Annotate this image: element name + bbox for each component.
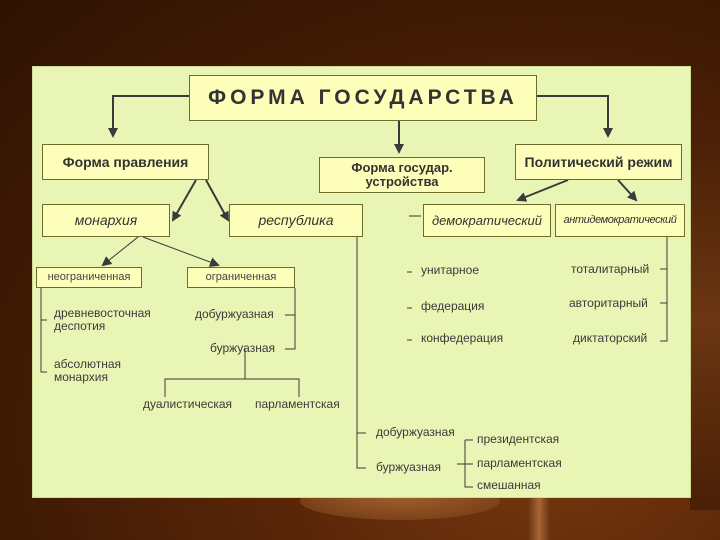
regime-box: Политический режим: [515, 144, 682, 180]
arrow-to-republic: [205, 179, 229, 222]
antidemocratic-label: антидемократический: [563, 213, 677, 226]
republic-bourgeois-label: буржуазная: [376, 460, 442, 474]
republic-parliamentary-label: парламентская: [477, 456, 562, 470]
arrow-to-regime: [537, 95, 613, 138]
governance-box: Форма правления: [42, 144, 209, 180]
unlimited-box: неограниченная: [36, 267, 142, 288]
limited-box: ограниченная: [187, 267, 295, 288]
page-title: ФОРМА ГОСУДАРСТВА: [208, 85, 518, 109]
dictatorial-label: диктаторский: [573, 331, 648, 345]
title-box: ФОРМА ГОСУДАРСТВА: [189, 75, 537, 121]
arrow-to-democratic: [516, 179, 569, 202]
confederation-label: конфедерация: [421, 331, 504, 345]
arrow-to-governance: [108, 95, 189, 138]
democratic-box: демократический: [423, 204, 551, 237]
republic-prebourgeois-label: добуржуазная: [376, 425, 455, 439]
limited-label: ограниченная: [205, 270, 277, 283]
governance-label: Форма правления: [62, 153, 189, 170]
presidential-label: президентская: [477, 432, 560, 446]
limited-prebourgeois-label: добуржуазная: [195, 307, 274, 321]
antidemocratic-box: антидемократический: [555, 204, 685, 237]
side-decoration: [690, 130, 720, 510]
oriental-despotism-label: древневосточная деспотия: [54, 306, 151, 334]
regime-label: Политический режим: [524, 153, 673, 170]
dualistic-label: дуалистическая: [143, 397, 233, 411]
parliamentary-label: парламентская: [255, 397, 340, 411]
unitary-label: унитарное: [421, 263, 480, 277]
structure-label: Форма государ. устройства: [351, 160, 453, 189]
democratic-label: демократический: [432, 212, 542, 228]
limited-bourgeois-label: буржуазная: [210, 341, 276, 355]
arrow-to-monarchy: [172, 179, 197, 222]
connector-lines: [40, 95, 668, 488]
arrow-to-antidemocratic: [617, 179, 638, 202]
totalitarian-label: тоталитарный: [571, 262, 650, 276]
unlimited-label: неограниченная: [47, 270, 131, 283]
diagram-slide: ФОРМА ГОСУДАРСТВА Форма правления Форма …: [32, 66, 691, 498]
structure-box: Форма государ. устройства: [319, 157, 485, 193]
monarchy-label: монархия: [74, 212, 138, 229]
mixed-label: смешанная: [477, 478, 541, 492]
republic-label: республика: [258, 212, 334, 229]
absolute-monarchy-label: абсолютная монархия: [54, 357, 121, 385]
authoritarian-label: авторитарный: [569, 296, 648, 310]
monarchy-box: монархия: [42, 204, 170, 237]
federation-label: федерация: [421, 299, 485, 313]
republic-box: республика: [229, 204, 363, 237]
